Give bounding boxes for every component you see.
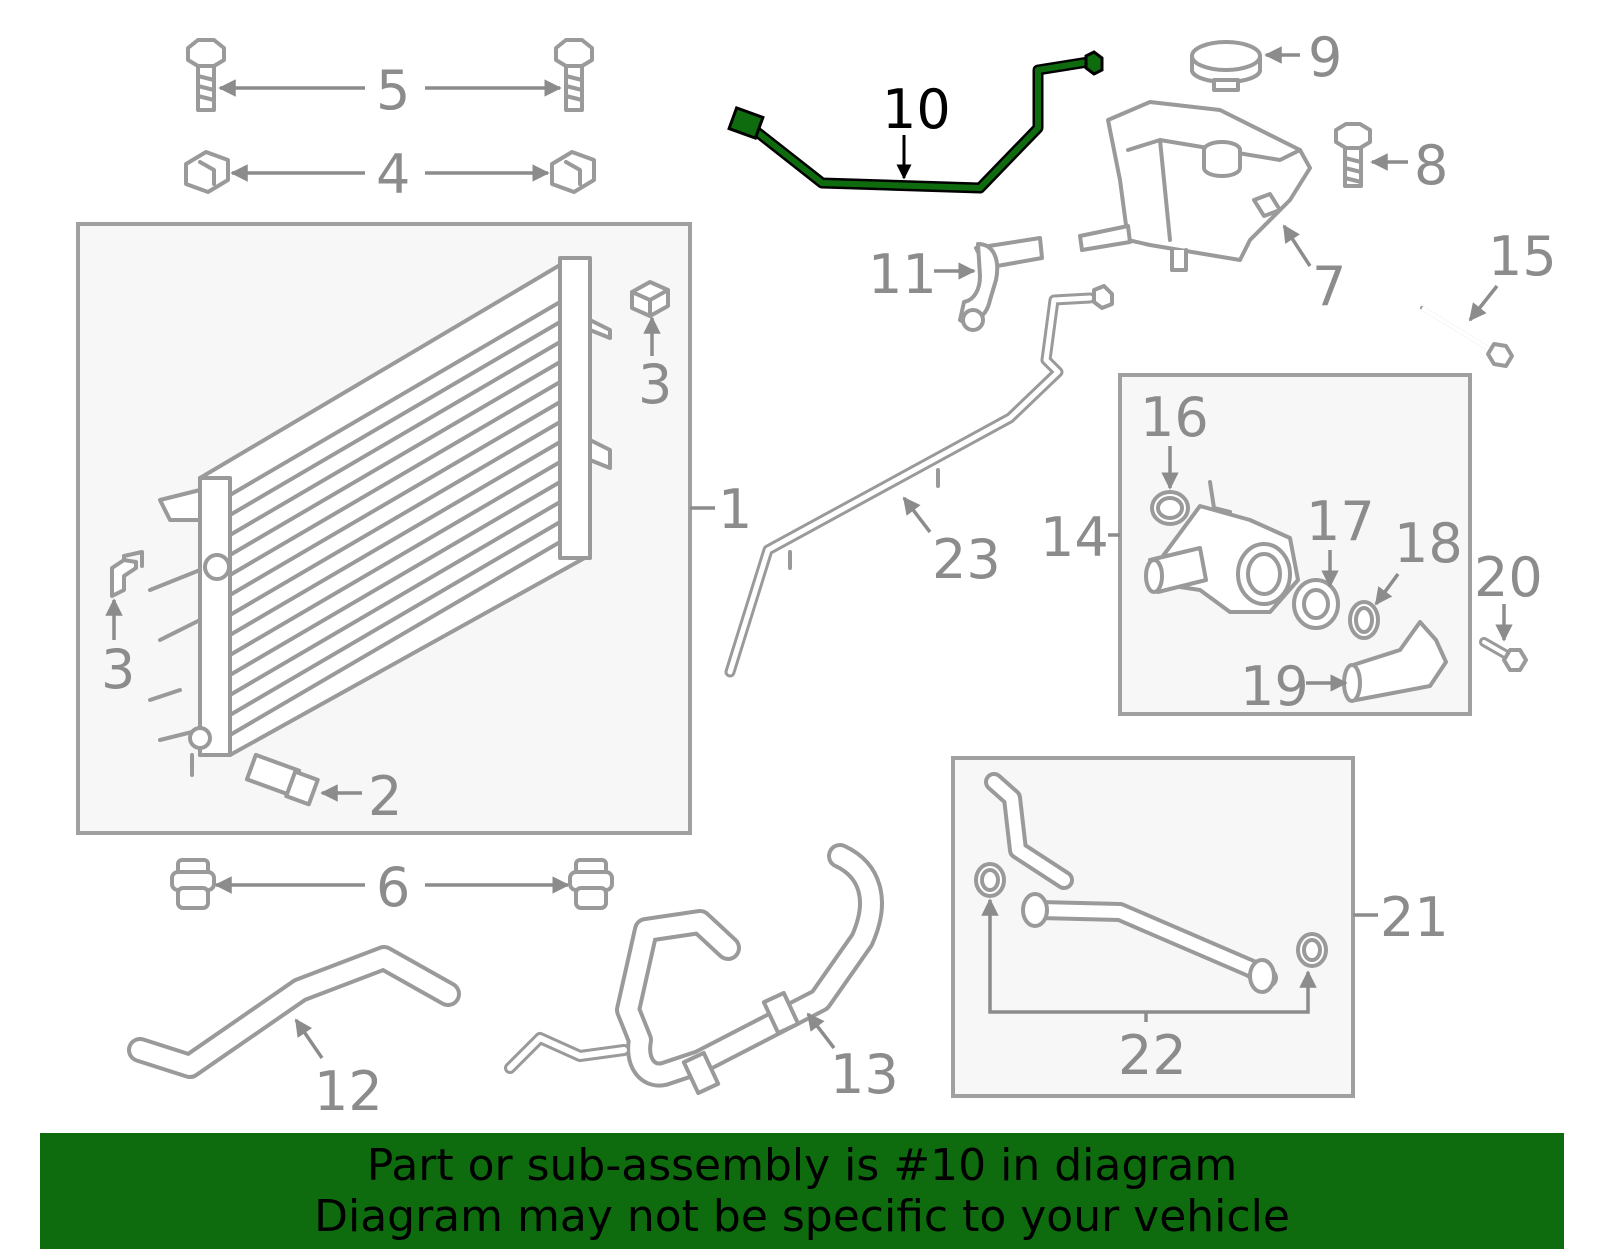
clip-3-right[interactable] xyxy=(630,280,670,318)
banner-line-2: Diagram may not be specific to your vehi… xyxy=(314,1191,1290,1242)
fitting-11[interactable] xyxy=(958,236,1044,332)
clamp-22-left[interactable] xyxy=(974,862,1006,898)
callout-14: 14 xyxy=(1040,506,1109,569)
callout-4: 4 xyxy=(376,143,410,206)
clip-3-left[interactable] xyxy=(110,550,144,598)
pipe-23[interactable] xyxy=(724,284,1114,678)
callout-23: 23 xyxy=(932,528,1001,591)
bolt-5-right[interactable] xyxy=(554,38,594,112)
info-banner: Part or sub-assembly is #10 in diagram D… xyxy=(40,1133,1564,1249)
outlet-19[interactable] xyxy=(1342,620,1448,703)
bolt-8[interactable] xyxy=(1334,122,1372,188)
callout-16: 16 xyxy=(1140,386,1209,449)
grommet-4-left[interactable] xyxy=(184,150,230,194)
leader-7 xyxy=(1282,224,1312,267)
grommet-4-right[interactable] xyxy=(550,150,596,194)
callout-1: 1 xyxy=(718,478,752,541)
hose-13[interactable] xyxy=(504,843,884,1096)
callout-17: 17 xyxy=(1306,490,1375,553)
callout-11: 11 xyxy=(868,243,937,306)
bolt-15[interactable] xyxy=(1420,306,1514,368)
callout-3-right: 3 xyxy=(638,353,672,416)
callout-8: 8 xyxy=(1414,134,1448,197)
leader-18 xyxy=(1374,572,1400,606)
leader-23 xyxy=(902,496,932,534)
mount-6-left[interactable] xyxy=(170,858,216,910)
callout-9: 9 xyxy=(1308,26,1342,89)
callout-21: 21 xyxy=(1380,886,1449,949)
callout-5: 5 xyxy=(376,59,410,122)
callout-10: 10 xyxy=(882,78,951,141)
bolt-20[interactable] xyxy=(1479,637,1528,672)
part-10-tube-highlighted[interactable] xyxy=(727,50,1104,194)
o-ring-16[interactable] xyxy=(1150,490,1190,526)
callout-13: 13 xyxy=(830,1043,899,1106)
callout-18: 18 xyxy=(1394,512,1463,575)
leader-15 xyxy=(1468,284,1499,322)
radiator[interactable] xyxy=(148,256,612,777)
sensor-2[interactable] xyxy=(244,752,320,807)
clamp-22-right[interactable] xyxy=(1296,932,1328,968)
callout-6: 6 xyxy=(376,856,410,919)
callout-12: 12 xyxy=(314,1060,383,1123)
seal-18[interactable] xyxy=(1348,600,1380,640)
thermostat-17[interactable] xyxy=(1292,578,1340,630)
callout-15: 15 xyxy=(1488,225,1557,288)
leader-22 xyxy=(981,898,1317,1014)
housing-14[interactable] xyxy=(1144,480,1300,614)
cap-9[interactable] xyxy=(1190,40,1262,92)
callout-7: 7 xyxy=(1312,255,1346,318)
banner-line-1: Part or sub-assembly is #10 in diagram xyxy=(366,1140,1238,1191)
callout-22: 22 xyxy=(1118,1024,1187,1087)
callout-19: 19 xyxy=(1240,655,1309,718)
reservoir-7[interactable] xyxy=(1078,100,1312,272)
callout-2: 2 xyxy=(368,765,402,828)
hose-12[interactable] xyxy=(127,945,461,1079)
callout-3-left: 3 xyxy=(101,638,135,701)
leader-12 xyxy=(294,1018,324,1059)
callout-20: 20 xyxy=(1474,546,1543,609)
mount-6-right[interactable] xyxy=(568,858,614,910)
leader-13 xyxy=(806,1012,836,1050)
bolt-5-left[interactable] xyxy=(186,38,226,112)
